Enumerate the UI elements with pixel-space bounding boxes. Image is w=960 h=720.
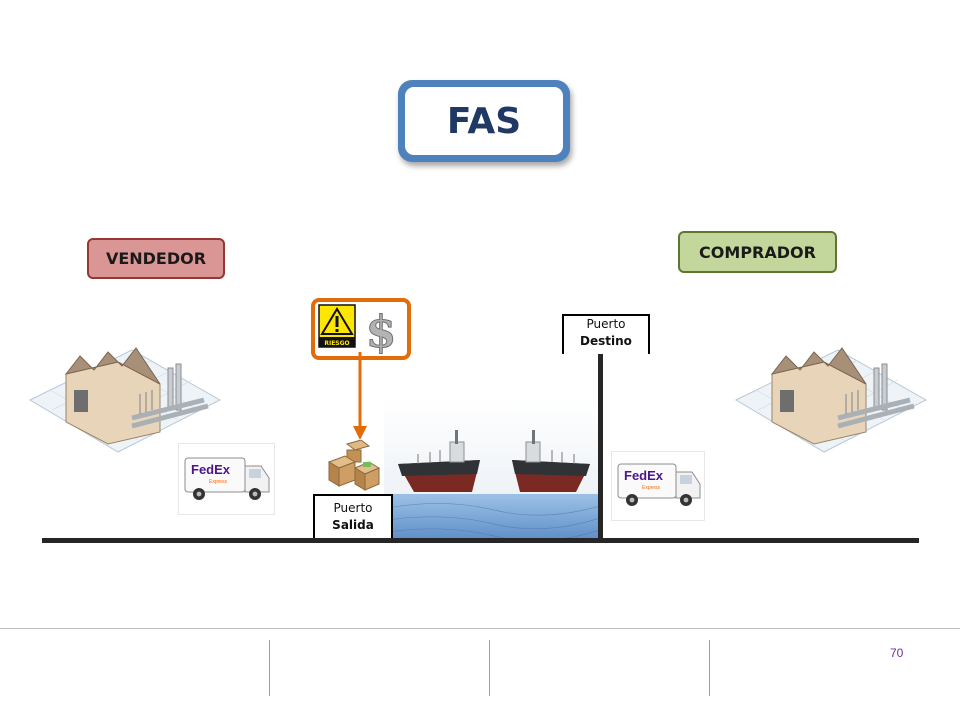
svg-text:Express: Express xyxy=(209,479,228,485)
buyer-factory-icon xyxy=(734,347,928,453)
svg-text:Express: Express xyxy=(642,485,661,491)
departure-port-label: Puerto Salida xyxy=(313,494,393,542)
delivery-van-icon: FedEx Express xyxy=(617,463,701,506)
page-title: FAS xyxy=(446,100,522,142)
footer-divider xyxy=(0,628,960,629)
warning-sign-icon: RIESGO xyxy=(318,304,356,348)
sea-with-ships xyxy=(384,398,600,540)
ship-icon xyxy=(398,430,480,492)
svg-text:RIESGO: RIESGO xyxy=(324,340,349,347)
ground-line xyxy=(42,538,919,543)
risk-arrow xyxy=(353,352,367,440)
destination-port-pole xyxy=(598,352,603,542)
buyer-label: COMPRADOR xyxy=(678,231,837,273)
destination-port-label: Puerto Destino xyxy=(562,314,650,354)
svg-text:FedEx: FedEx xyxy=(624,468,664,483)
delivery-van-icon: FedEx Express xyxy=(184,457,270,500)
page-number: 70 xyxy=(890,646,904,660)
risk-transfer-box: RIESGO $ xyxy=(311,298,411,360)
dollar-sign-icon: $ xyxy=(365,307,397,359)
footer-separator xyxy=(489,640,490,696)
seller-label: VENDEDOR xyxy=(87,238,225,279)
seller-factory-icon xyxy=(28,347,222,453)
buyer-delivery-van: FedEx Express xyxy=(611,451,705,521)
footer-separator xyxy=(269,640,270,696)
cargo-boxes-icon xyxy=(327,440,381,491)
svg-text:$: $ xyxy=(366,307,397,356)
title-box: FAS xyxy=(398,80,570,162)
van-brand: FedEx xyxy=(191,462,231,477)
seller-delivery-van: FedEx Express xyxy=(178,443,275,515)
footer-separator xyxy=(709,640,710,696)
ship-icon xyxy=(512,430,590,492)
